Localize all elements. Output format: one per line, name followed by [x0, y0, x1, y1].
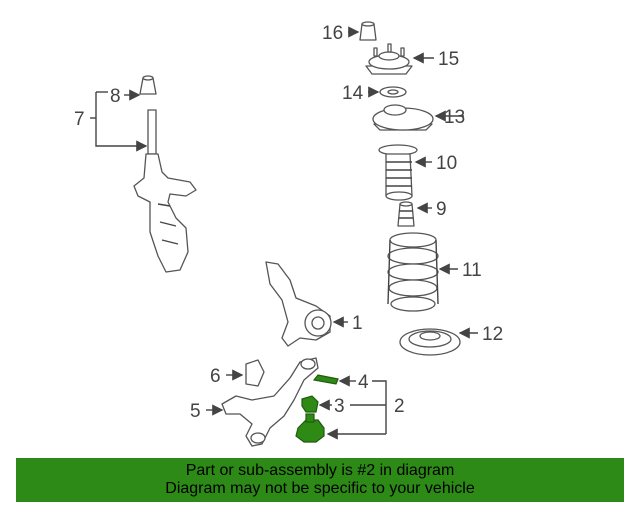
- part-4-bolt: [312, 374, 339, 385]
- part-14-washer: [379, 86, 407, 98]
- callout-10: 10: [436, 153, 457, 174]
- part-16-nut: [359, 21, 377, 41]
- callout-8: 8: [110, 86, 121, 107]
- part-12-lower-insulator: [399, 328, 461, 356]
- callout-6: 6: [210, 366, 221, 387]
- callout-15: 15: [438, 49, 459, 70]
- part-8-nut: [139, 75, 157, 95]
- part-3-nut: [301, 395, 319, 413]
- callout-11: 11: [462, 260, 482, 281]
- callout-4: 4: [358, 372, 369, 393]
- callout-1: 1: [352, 313, 363, 334]
- part-15-strut-mount: [365, 43, 413, 75]
- callout-5: 5: [190, 401, 201, 422]
- info-banner: Part or sub-assembly is #2 in diagram Di…: [16, 458, 624, 502]
- callout-2: 2: [394, 396, 405, 417]
- part-7-strut-assembly: [133, 109, 197, 273]
- part-13-upper-spring-seat: [372, 104, 434, 131]
- part-10-dust-boot: [378, 144, 418, 201]
- callout-14: 14: [342, 83, 364, 104]
- callout-16: 16: [322, 23, 343, 44]
- leader-4-bracket: [372, 380, 387, 434]
- leader-7: [95, 92, 148, 152]
- part-5-lower-control-arm: [221, 357, 319, 447]
- part-6-bracket: [245, 359, 265, 387]
- callout-7: 7: [74, 109, 85, 130]
- banner-line-2: Diagram may not be specific to your vehi…: [165, 480, 475, 497]
- callout-12: 12: [482, 324, 503, 345]
- part-9-bump-stop: [397, 201, 415, 227]
- callout-3: 3: [334, 396, 345, 417]
- callout-9: 9: [436, 199, 447, 220]
- part-1-knuckle: [265, 261, 332, 347]
- part-2-ball-joint: [295, 413, 325, 443]
- callout-13: 13: [444, 107, 465, 128]
- banner-line-1: Part or sub-assembly is #2 in diagram: [185, 462, 455, 479]
- part-11-coil-spring: [387, 232, 439, 312]
